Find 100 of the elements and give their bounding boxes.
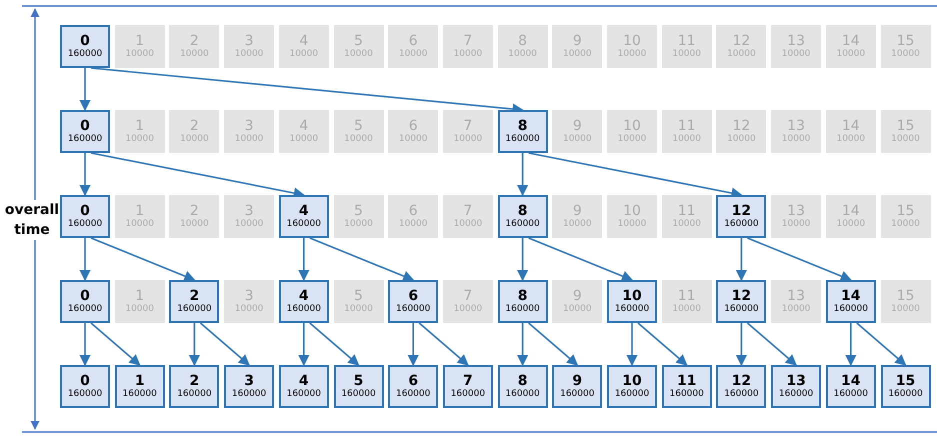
active-cell — [60, 195, 110, 238]
cell-index: 12 — [732, 34, 750, 48]
cell-index: 0 — [80, 288, 90, 304]
active-cell — [662, 365, 712, 408]
cell-value: 10000 — [125, 304, 154, 314]
cell-value: 160000 — [834, 388, 868, 400]
cell-index: 2 — [190, 288, 200, 304]
cell-index: 9 — [572, 118, 582, 134]
idle-cell — [278, 25, 329, 68]
cell-index: 4 — [299, 118, 308, 134]
cell-index: 4 — [298, 374, 309, 388]
cell-index: 11 — [678, 118, 696, 134]
cell-index: 14 — [842, 204, 860, 218]
cell-index: 12 — [732, 204, 752, 218]
cell-value: 10000 — [344, 134, 373, 144]
idle-cell — [442, 110, 493, 153]
cell-value: 10000 — [234, 304, 264, 314]
cell-value: 10000 — [508, 48, 537, 60]
active-cell — [278, 195, 329, 238]
cell-value: 10000 — [180, 48, 209, 60]
idle-cell — [388, 110, 438, 153]
cell-value: 10000 — [398, 134, 428, 144]
idle-cell — [607, 195, 657, 238]
cell-index: 7 — [463, 288, 472, 304]
idle-cell — [662, 25, 712, 68]
cell-index: 0 — [80, 374, 90, 388]
cell-value: 10000 — [562, 48, 592, 60]
idle-cell — [826, 110, 876, 153]
idle-cell — [442, 25, 493, 68]
cell-value: 10000 — [344, 218, 373, 230]
active-cell — [498, 195, 548, 238]
active-cell — [826, 280, 876, 323]
idle-cell — [114, 195, 165, 238]
arrow — [626, 323, 638, 366]
active-cell — [169, 365, 220, 408]
cell-index: 5 — [354, 118, 363, 134]
arrow — [736, 323, 747, 366]
idle-cell — [880, 110, 930, 153]
cell-index: 2 — [190, 204, 199, 218]
cell-index: 3 — [244, 204, 254, 218]
active-cell — [607, 280, 657, 323]
cell-value: 160000 — [177, 388, 212, 400]
cell-value: 10000 — [672, 218, 701, 230]
idle-cell — [552, 25, 602, 68]
cell-index: 4 — [299, 34, 308, 48]
cell-index: 15 — [896, 34, 914, 48]
idle-cell — [442, 195, 493, 238]
cell-index: 15 — [896, 374, 916, 388]
cell-value: 10000 — [454, 48, 482, 60]
cell-value: 10000 — [891, 304, 920, 314]
active-cell — [114, 365, 165, 408]
arrow — [79, 238, 91, 282]
arrow — [418, 322, 469, 366]
active-cell — [716, 195, 766, 238]
cell-value: 160000 — [505, 304, 540, 314]
cell-index: 9 — [572, 374, 582, 388]
cell-value: 10000 — [234, 218, 264, 230]
idle-cell — [224, 25, 274, 68]
cell-value: 160000 — [614, 304, 650, 314]
cell-index: 2 — [190, 34, 199, 48]
idle-cell — [662, 280, 712, 323]
cell-index: 2 — [190, 118, 199, 134]
cell-value: 10000 — [344, 48, 373, 60]
idle-cell — [224, 280, 274, 323]
cell-value: 10000 — [672, 134, 701, 144]
cell-index: 1 — [135, 34, 144, 48]
idle-cell — [169, 25, 220, 68]
arrow — [79, 68, 91, 112]
cell-index: 14 — [841, 374, 861, 388]
idle-cell — [224, 110, 274, 153]
active-cell — [442, 365, 493, 408]
cell-index: 5 — [354, 34, 363, 48]
cell-index: 3 — [244, 288, 254, 304]
idle-cell — [771, 25, 822, 68]
cell-value: 160000 — [122, 388, 157, 400]
arrow — [90, 322, 141, 366]
active-cell — [169, 280, 220, 323]
cell-value: 10000 — [782, 218, 810, 230]
arrow — [298, 323, 310, 366]
cell-index: 1 — [134, 374, 145, 388]
cell-value: 10000 — [836, 134, 866, 144]
cell-value: 10000 — [891, 134, 920, 144]
cell-index: 15 — [896, 118, 914, 134]
cell-value: 10000 — [672, 304, 701, 314]
cell-index: 10 — [622, 374, 642, 388]
cell-index: 8 — [518, 118, 528, 134]
cell-value: 10000 — [344, 304, 373, 314]
active-cell — [388, 280, 438, 323]
arrow — [79, 323, 91, 366]
idle-cell — [771, 280, 822, 323]
active-cell — [498, 280, 548, 323]
cell-value: 160000 — [724, 304, 759, 314]
cell-value: 10000 — [398, 218, 428, 230]
cell-index: 11 — [676, 374, 696, 388]
idle-cell — [880, 280, 930, 323]
idle-cell — [498, 25, 548, 68]
cell-value: 160000 — [505, 134, 540, 144]
cell-value: 10000 — [454, 134, 482, 144]
cell-value: 10000 — [289, 48, 318, 60]
cell-value: 10000 — [125, 134, 154, 144]
